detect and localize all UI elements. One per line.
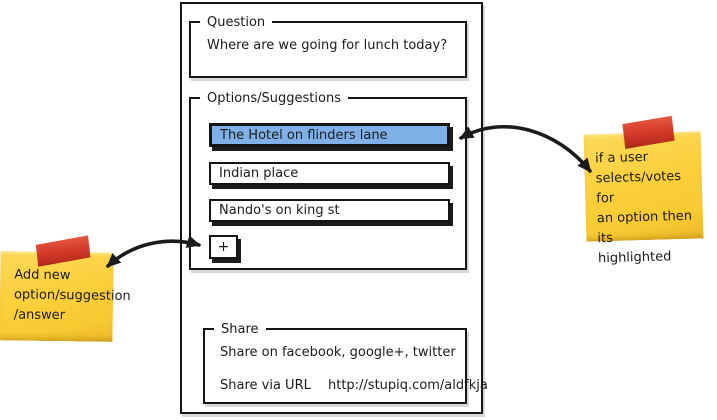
share-url-value: http://stupiq.com/aldfkja (327, 378, 488, 393)
options-section: Options/Suggestions The Hotel on flinder… (189, 90, 467, 270)
share-url-label: Share via URL (220, 378, 311, 393)
sticky-note-text: Add new option/suggestion /answer (13, 267, 131, 324)
option-label: Nando's on king st (219, 203, 340, 218)
question-section: Question Where are we going for lunch to… (189, 14, 467, 78)
add-option-button[interactable]: + (209, 235, 238, 259)
share-social-text: Share on facebook, google+, twitter (220, 345, 456, 360)
share-url-line: Share via URL http://stupiq.com/aldfkja (220, 378, 488, 393)
share-section: Share Share on facebook, google+, twitte… (203, 321, 488, 404)
option-row-selected[interactable]: The Hotel on flinders lane (209, 123, 450, 147)
plus-icon: + (217, 239, 230, 255)
options-section-legend: Options/Suggestions (200, 90, 348, 107)
share-section-legend: Share (214, 321, 266, 338)
question-text: Where are we going for lunch today? (207, 38, 448, 53)
option-row[interactable]: Indian place (209, 162, 450, 185)
sticky-note-add-option: Add new option/suggestion /answer (0, 235, 131, 342)
sticky-note-text: if a user selects/votes for an option th… (594, 149, 693, 267)
option-label: Indian place (219, 166, 299, 181)
sticky-note-highlight: if a user selects/votes for an option th… (583, 115, 704, 266)
option-row[interactable]: Nando's on king st (209, 199, 450, 222)
question-section-legend: Question (200, 14, 273, 31)
option-label: The Hotel on flinders lane (220, 127, 388, 143)
red-tape-icon (622, 115, 675, 149)
red-tape-icon (35, 235, 91, 267)
